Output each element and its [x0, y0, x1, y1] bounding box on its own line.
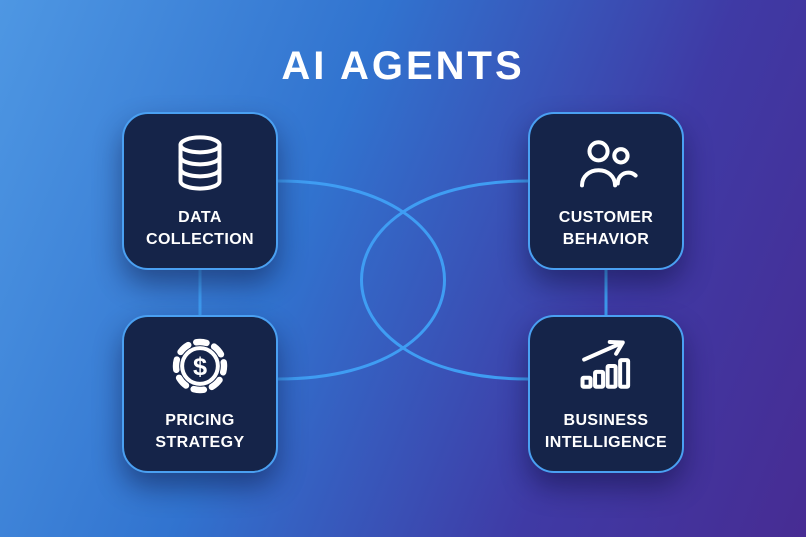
svg-text:$: $ — [193, 353, 207, 381]
card-data-collection: DATA COLLECTION — [122, 112, 278, 270]
database-icon — [168, 131, 232, 195]
card-customer-behavior: CUSTOMER BEHAVIOR — [528, 112, 684, 270]
page-title: AI AGENTS — [281, 44, 525, 88]
card-business-intelligence: BUSINESS INTELLIGENCE — [528, 315, 684, 473]
connector-left-loop — [276, 179, 446, 381]
gear-dollar-icon: $ — [168, 334, 232, 398]
connector-right-loop — [360, 179, 530, 381]
card-label: PRICING STRATEGY — [155, 412, 245, 451]
card-label: BUSINESS INTELLIGENCE — [544, 412, 668, 451]
card-pricing-strategy: $ PRICING STRATEGY — [122, 315, 278, 473]
users-icon — [574, 131, 638, 195]
bar-chart-arrow-icon — [574, 334, 638, 398]
card-label: CUSTOMER BEHAVIOR — [558, 209, 654, 248]
card-label: DATA COLLECTION — [146, 209, 254, 248]
